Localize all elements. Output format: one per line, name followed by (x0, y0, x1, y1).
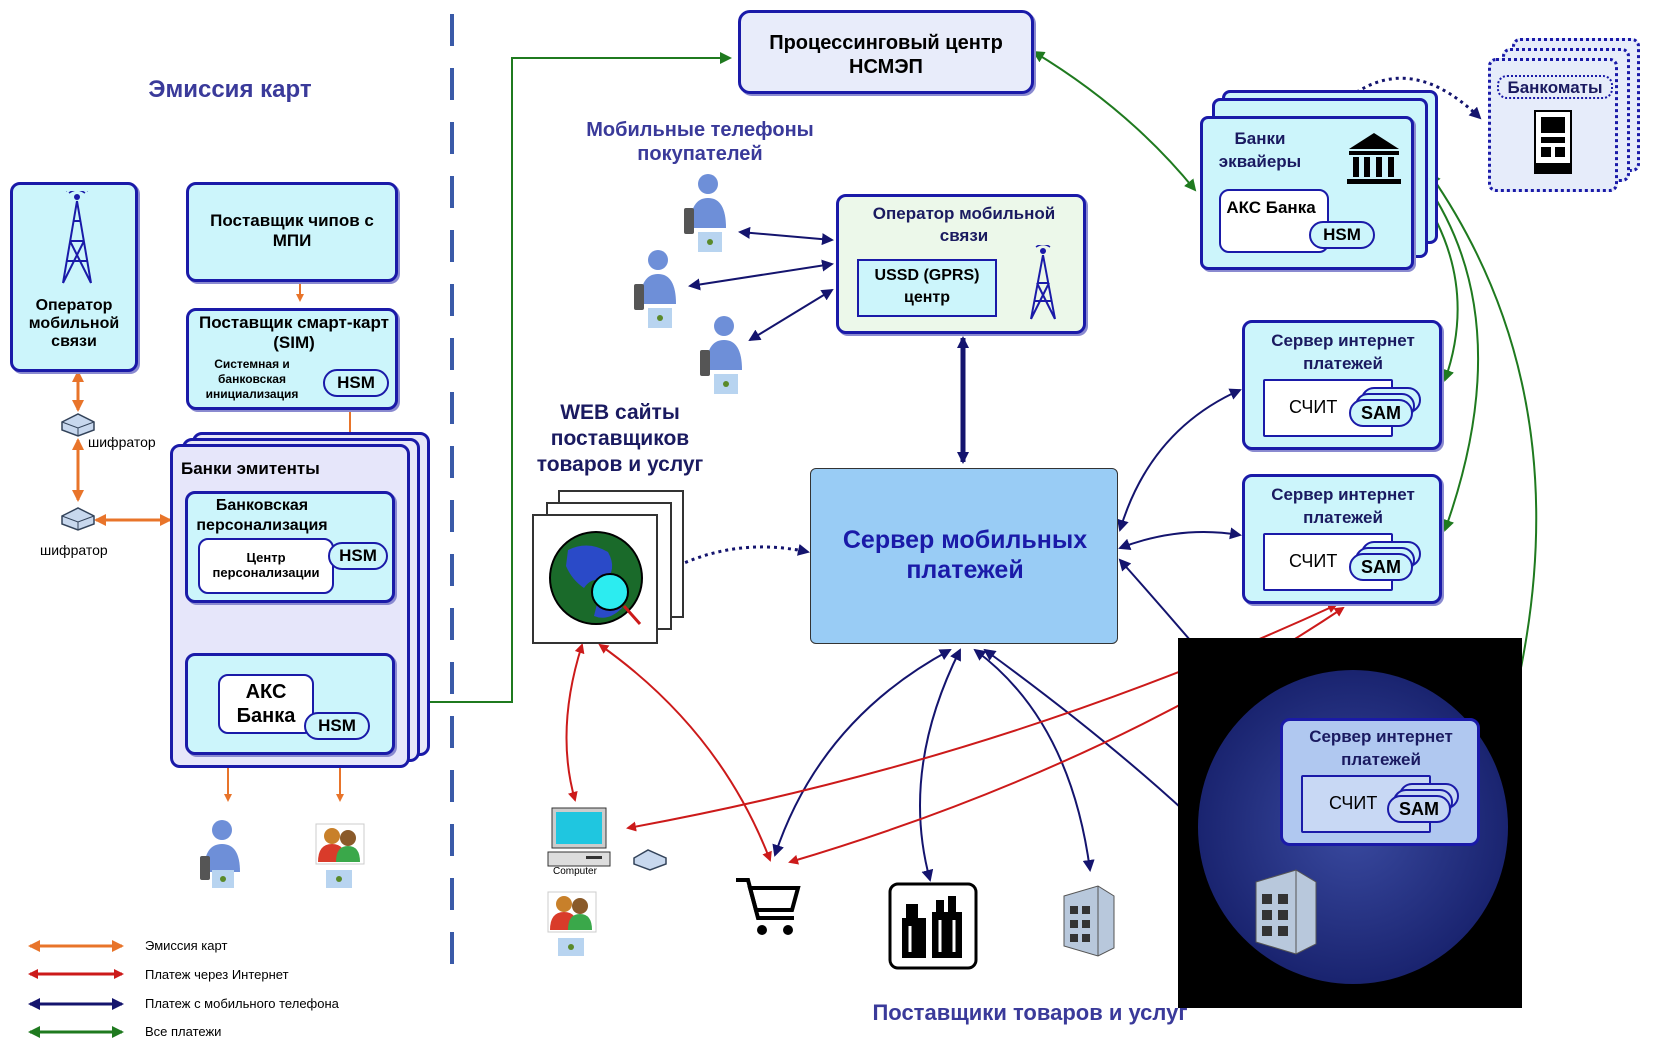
personalization-center-box: Центр персонализации (198, 538, 334, 594)
sam-badge-2: SAM (1349, 553, 1413, 581)
radio-tower-icon (62, 191, 92, 284)
suppliers-title: Поставщики товаров и услуг (872, 1000, 1188, 1025)
internet-server-3-title: Сервер интернет платежей (1309, 727, 1453, 769)
chip-supplier-label: Поставщик чипов с МПИ (210, 211, 374, 250)
mobile-operator-left[interactable]: Оператор мобильной связи (10, 182, 138, 372)
atms-box[interactable]: Банкоматы (1488, 58, 1618, 192)
personalization-center-label: Центр персонализации (212, 550, 320, 580)
internet-server-3-schit: СЧИТ (1329, 793, 1378, 813)
people-group-icon (315, 823, 365, 888)
chip-supplier-box[interactable]: Поставщик чипов с МПИ (186, 182, 398, 282)
dark-zone: Сервер интернет платежей СЧИТ SAM (1178, 638, 1522, 1008)
acquirer-banks-title: Банки эквайеры (1218, 129, 1302, 171)
legend-all: Все платежи (145, 1024, 222, 1039)
legend-arrows (28, 940, 124, 1038)
internet-server-1-schit: СЧИТ (1289, 397, 1338, 417)
issuer-aks-box[interactable]: АКС Банка HSM (185, 653, 395, 755)
hsm-badge-personalization: HSM (328, 542, 388, 570)
internet-server-2-title: Сервер интернет платежей (1271, 485, 1415, 527)
office-building-icon (1063, 885, 1115, 957)
computer-icon (547, 807, 611, 867)
encryptor-icon (61, 413, 95, 437)
issuer-aks-label: АКС Банка (236, 681, 296, 727)
internet-server-1-title: Сервер интернет платежей (1271, 331, 1415, 373)
smartcard-supplier-sub: Системная и банковская инициализация (205, 357, 299, 401)
phone-user-icon-1 (684, 174, 726, 252)
encryptor-icon-2 (61, 507, 95, 531)
phone-user-icon-2 (634, 250, 676, 328)
issuer-banks-title: Банки эмитенты (181, 459, 320, 478)
atms-label-frame: Банкоматы (1497, 75, 1613, 99)
internet-server-3-box[interactable]: Сервер интернет платежей СЧИТ SAM (1280, 718, 1480, 846)
processing-center-box[interactable]: Процессинговый центр НСМЭП (738, 10, 1034, 94)
shopping-cart-icon (736, 878, 801, 935)
person-with-phone-icon (200, 820, 240, 888)
web-sites-title: WEB сайты поставщиков товаров и услуг (536, 401, 704, 476)
smartcard-supplier-title: Поставщик смарт-карт (SIM) (199, 313, 389, 352)
hsm-badge-acquirer: HSM (1309, 221, 1375, 249)
acquirer-aks-label: АКС Банка (1226, 198, 1316, 217)
mobile-payment-server-label: Сервер мобильных платежей (842, 526, 1088, 584)
mobile-operator-left-label: Оператор мобильной связи (28, 297, 120, 350)
personalization-box[interactable]: Банковская персонализация Центр персонал… (185, 491, 395, 603)
issuer-banks-box[interactable]: Банки эмитенты Банковская персонализация… (170, 444, 410, 768)
personalization-label: Банковская персонализация (196, 497, 328, 534)
legend-internet: Платеж через Интернет (145, 967, 289, 982)
internet-server-2-box[interactable]: Сервер интернет платежей СЧИТ SAM (1242, 474, 1442, 604)
hsm-badge-issuer-aks: HSM (304, 712, 370, 740)
hsm-badge: HSM (323, 369, 389, 397)
phone-user-icon-3 (700, 316, 742, 394)
smartcard-supplier-box[interactable]: Поставщик смарт-карт (SIM) Системная и б… (186, 308, 398, 410)
internet-server-2-schit: СЧИТ (1289, 551, 1338, 571)
processing-center-label: Процессинговый центр НСМЭП (769, 32, 1003, 78)
acquirer-banks-box[interactable]: Банки эквайеры АКС Банка HSM (1200, 116, 1414, 270)
emission-title: Эмиссия карт (148, 76, 312, 103)
radio-tower-icon-2 (1030, 245, 1056, 320)
encryptor-label-2: шифратор (40, 542, 108, 558)
internet-server-1-box[interactable]: Сервер интернет платежей СЧИТ SAM (1242, 320, 1442, 450)
sam-badge-3: SAM (1387, 795, 1451, 823)
mobile-operator-right-box[interactable]: Оператор мобильной связи USSD (GPRS) цен… (836, 194, 1086, 334)
office-building-icon-2 (1255, 869, 1317, 955)
issuer-aks-inner: АКС Банка (218, 674, 314, 734)
legend-mobile: Платеж с мобильного телефона (145, 996, 339, 1011)
people-group-icon-2 (547, 891, 597, 956)
atms-label: Банкоматы (1507, 78, 1603, 97)
encryptor-label-1: шифратор (88, 434, 156, 450)
atm-machine-icon (1534, 110, 1572, 174)
legend-emission: Эмиссия карт (145, 938, 228, 953)
mobile-operator-right-title: Оператор мобильной связи (872, 204, 1056, 245)
web-sites-box[interactable] (532, 514, 658, 644)
globe-search-icon (549, 531, 643, 625)
mobile-payment-server-box[interactable]: Сервер мобильных платежей (810, 468, 1118, 644)
sam-badge-1: SAM (1349, 399, 1413, 427)
mobile-phones-title: Мобильные телефоны покупателей (586, 119, 814, 165)
ussd-center-label: USSD (GPRS) центр (874, 267, 980, 306)
ussd-center-box: USSD (GPRS) центр (857, 259, 997, 317)
bank-building-icon (1347, 133, 1401, 184)
goods-icon (888, 882, 978, 970)
computer-label: Computer (553, 866, 597, 877)
card-reader-icon (633, 849, 667, 871)
